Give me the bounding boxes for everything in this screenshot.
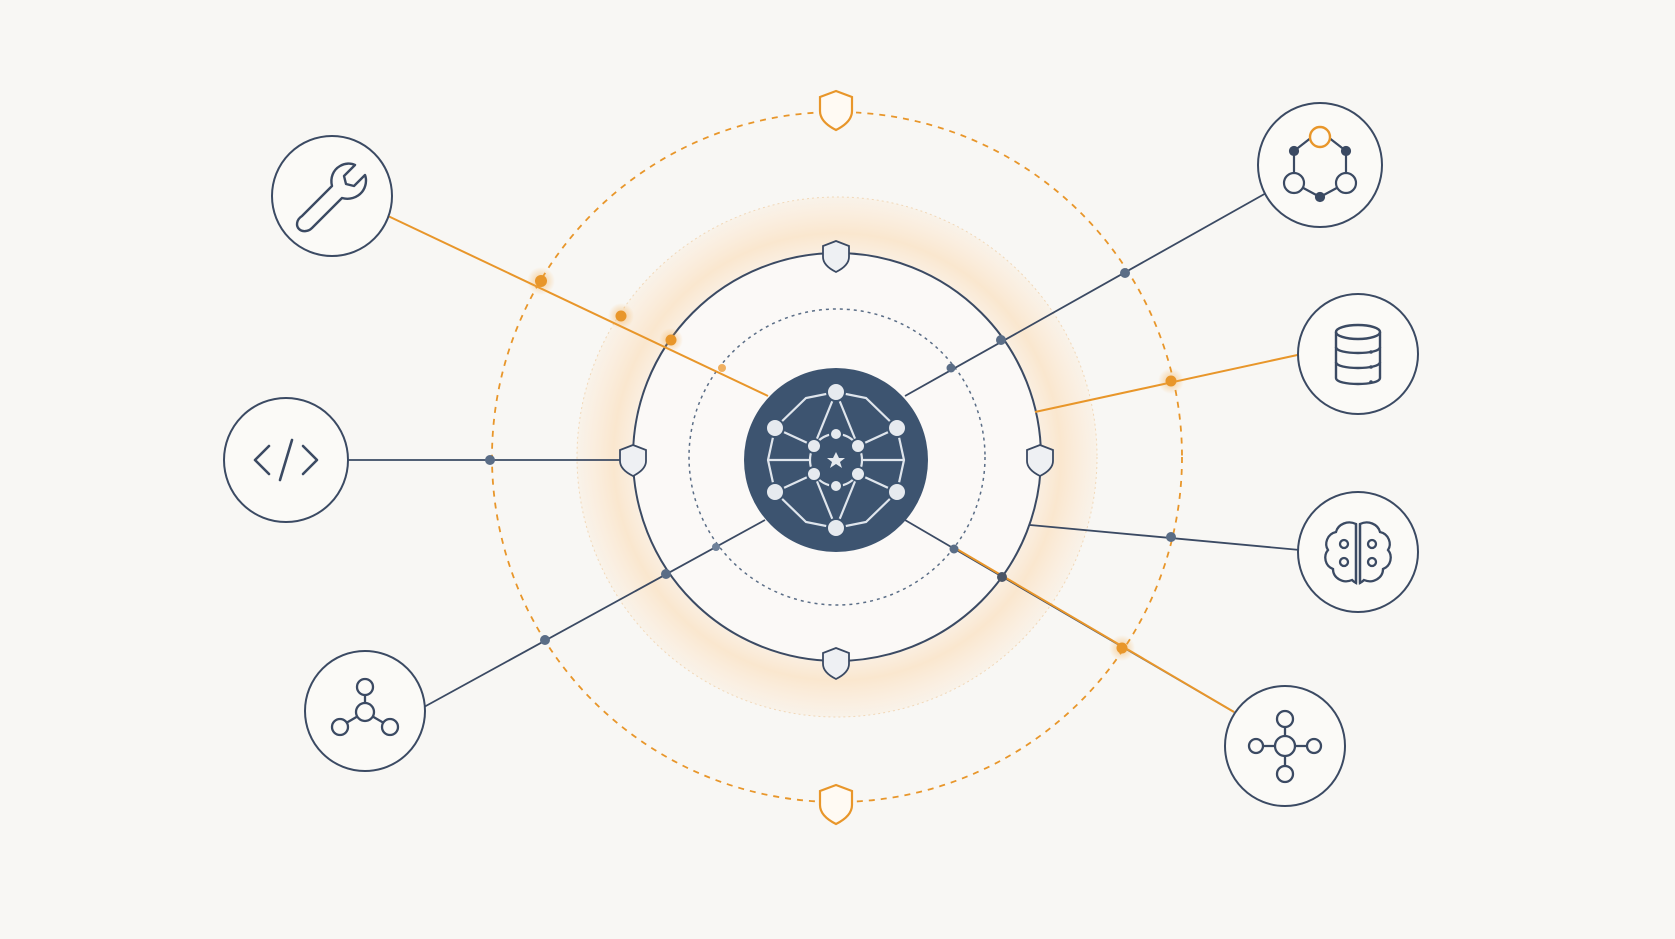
hierarchy-nodes-icon bbox=[330, 677, 400, 737]
graph-network-icon bbox=[1282, 125, 1358, 203]
accent-dot bbox=[665, 334, 677, 346]
primary-dot bbox=[946, 363, 956, 373]
middle-ring-shields bbox=[619, 240, 1054, 681]
accent-dot bbox=[615, 310, 627, 322]
shield-icon bbox=[816, 88, 856, 132]
outer-ring-shields bbox=[816, 88, 856, 826]
node-hierarchy-left[interactable] bbox=[304, 650, 426, 772]
accent-dot bbox=[535, 275, 547, 287]
shield-icon bbox=[619, 444, 647, 478]
junction-dots bbox=[485, 267, 1184, 661]
connector-graph bbox=[904, 191, 1269, 397]
connector-brain bbox=[1029, 524, 1301, 551]
connector-wrench bbox=[387, 215, 769, 397]
node-wrench[interactable] bbox=[271, 135, 393, 257]
primary-dot bbox=[712, 543, 720, 551]
brain-icon bbox=[1324, 521, 1392, 585]
central-hub[interactable] bbox=[744, 368, 928, 552]
shield-icon bbox=[1026, 444, 1054, 478]
accent-dot bbox=[1116, 642, 1128, 654]
wrench-icon bbox=[295, 162, 368, 233]
accent-dot bbox=[1165, 375, 1177, 387]
hub-nodes-icon bbox=[1247, 709, 1323, 784]
node-hub-nodes[interactable] bbox=[1224, 685, 1346, 807]
primary-dot bbox=[540, 635, 550, 645]
primary-dot bbox=[1166, 532, 1176, 542]
shield-icon bbox=[822, 647, 850, 681]
shield-icon bbox=[816, 782, 856, 826]
network-sphere-icon bbox=[765, 382, 907, 538]
node-graph[interactable] bbox=[1257, 102, 1383, 228]
code-brackets-icon bbox=[253, 438, 319, 482]
primary-dot bbox=[661, 569, 671, 579]
primary-dot bbox=[997, 572, 1007, 582]
database-icon bbox=[1334, 323, 1382, 386]
connector-hierarchy-left bbox=[423, 519, 766, 708]
primary-dot bbox=[485, 455, 495, 465]
primary-dot bbox=[996, 335, 1006, 345]
accent-dot bbox=[718, 364, 726, 372]
shield-icon bbox=[822, 240, 850, 274]
node-database[interactable] bbox=[1297, 293, 1419, 415]
inner-ring bbox=[688, 308, 986, 606]
node-brain[interactable] bbox=[1297, 491, 1419, 613]
primary-dot bbox=[949, 544, 959, 554]
primary-dot bbox=[1120, 268, 1130, 278]
node-code[interactable] bbox=[223, 397, 349, 523]
